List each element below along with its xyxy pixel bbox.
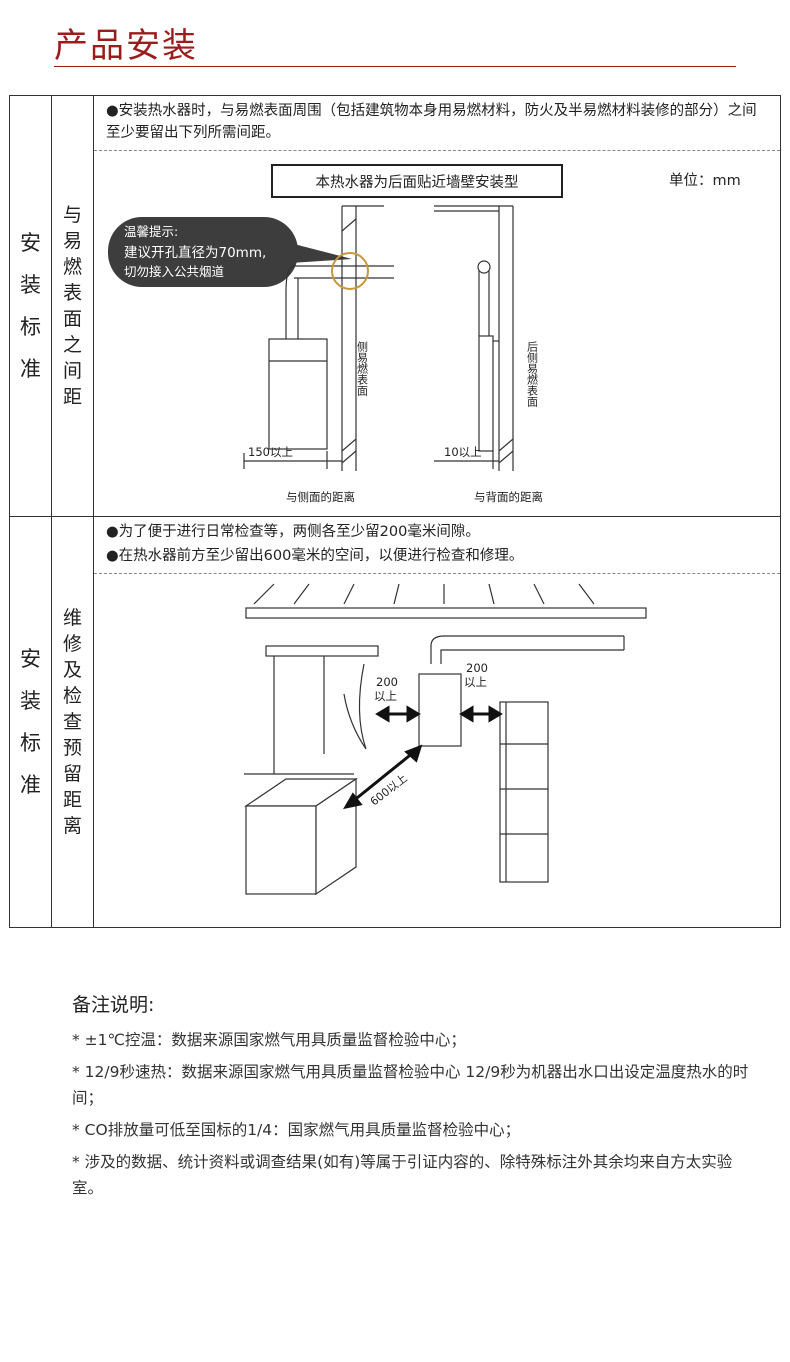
section1-outer-label: 安 装 标 准 [8, 95, 53, 517]
dashed-divider [94, 573, 780, 574]
hole-highlight [331, 252, 369, 290]
tip-line1: 建议开孔直径为70mm, [124, 245, 266, 261]
footer-item: * CO排放量可低至国标的1/4：国家燃气用具质量监督检验中心； [72, 1121, 521, 1139]
clearance-arrows [342, 705, 503, 810]
section2-content: ●为了便于进行日常检查等，两侧各至少留200毫米间隙。 ●在热水器前方至少留出6… [93, 516, 781, 928]
dim-left-a: 200 [376, 675, 398, 689]
section1-note: ●安装热水器时，与易燃表面周围（包括建筑物本身用易燃材料，防火及半易燃材料装修的… [106, 103, 757, 141]
dim-back: 10以上 [444, 445, 482, 459]
dim-right-a: 200 [466, 661, 488, 675]
diagram-title-box [271, 164, 563, 198]
footer-item: * 涉及的数据、统计资料或调查结果(如有)等属于引证内容的、除特殊标注外其余均来… [72, 1153, 733, 1197]
dim-left-b: 以上 [374, 689, 397, 703]
section1-content: ●安装热水器时，与易燃表面周围（包括建筑物本身用易燃材料，防火及半易燃材料装修的… [93, 95, 781, 517]
dim-right-b: 以上 [464, 675, 487, 689]
dim-side: 150以上 [248, 445, 293, 459]
section2-outer-label: 安 装 标 准 [8, 516, 53, 928]
back-clearance-figure [434, 205, 514, 471]
dashed-divider [94, 150, 780, 151]
section2-note2: ●在热水器前方至少留出600毫米的空间，以便进行检查和修理。 [106, 548, 524, 564]
footer-item: * ±1℃控温：数据来源国家燃气用具质量监督检验中心； [72, 1031, 466, 1049]
tip-bubble [108, 217, 298, 287]
installation-spec-table: 安 装 标 准 与 易 燃 表 面 之 间 距 ●安装热水器时，与易燃表面周围（… [8, 95, 781, 928]
side-surface-label: 侧易燃表面 [356, 341, 369, 396]
unit-label: 单位：mm [669, 172, 741, 189]
diagram-title: 本热水器为后面贴近墙壁安装型 [316, 174, 519, 191]
title-divider [54, 66, 736, 67]
tip-title: 温馨提示: [124, 224, 178, 239]
section1-inner-label: 与 易 燃 表 面 之 间 距 [51, 95, 94, 517]
footer-heading: 备注说明: [72, 994, 155, 1016]
side-clearance-figure [243, 205, 394, 471]
footer-notes: 备注说明: * ±1℃控温：数据来源国家燃气用具质量监督检验中心； * 12/9… [72, 990, 762, 1207]
section2-inner-label: 维 修 及 检 查 预 留 距 离 [51, 516, 94, 928]
caption-side: 与侧面的距离 [286, 490, 355, 504]
caption-back: 与背面的距离 [474, 490, 543, 504]
clearance-diagram-2: 200 以上 200 以上 600以上 [244, 583, 647, 896]
footer-item: * 12/9秒速热：数据来源国家燃气用具质量监督检验中心 12/9秒为机器出水口… [72, 1063, 749, 1107]
room-figure [244, 583, 647, 896]
section2-note1: ●为了便于进行日常检查等，两侧各至少留200毫米间隙。 [106, 524, 480, 540]
clearance-diagram-1: 本热水器为后面贴近墙壁安装型 单位：mm 温馨提示: 建议开孔直径为70mm, … [108, 164, 741, 504]
tip-line2: 切勿接入公共烟道 [124, 264, 225, 279]
page-title: 产品安装 [54, 26, 198, 66]
dim-front: 600以上 [368, 772, 410, 809]
back-surface-label: 后侧易燃表面 [526, 341, 539, 407]
